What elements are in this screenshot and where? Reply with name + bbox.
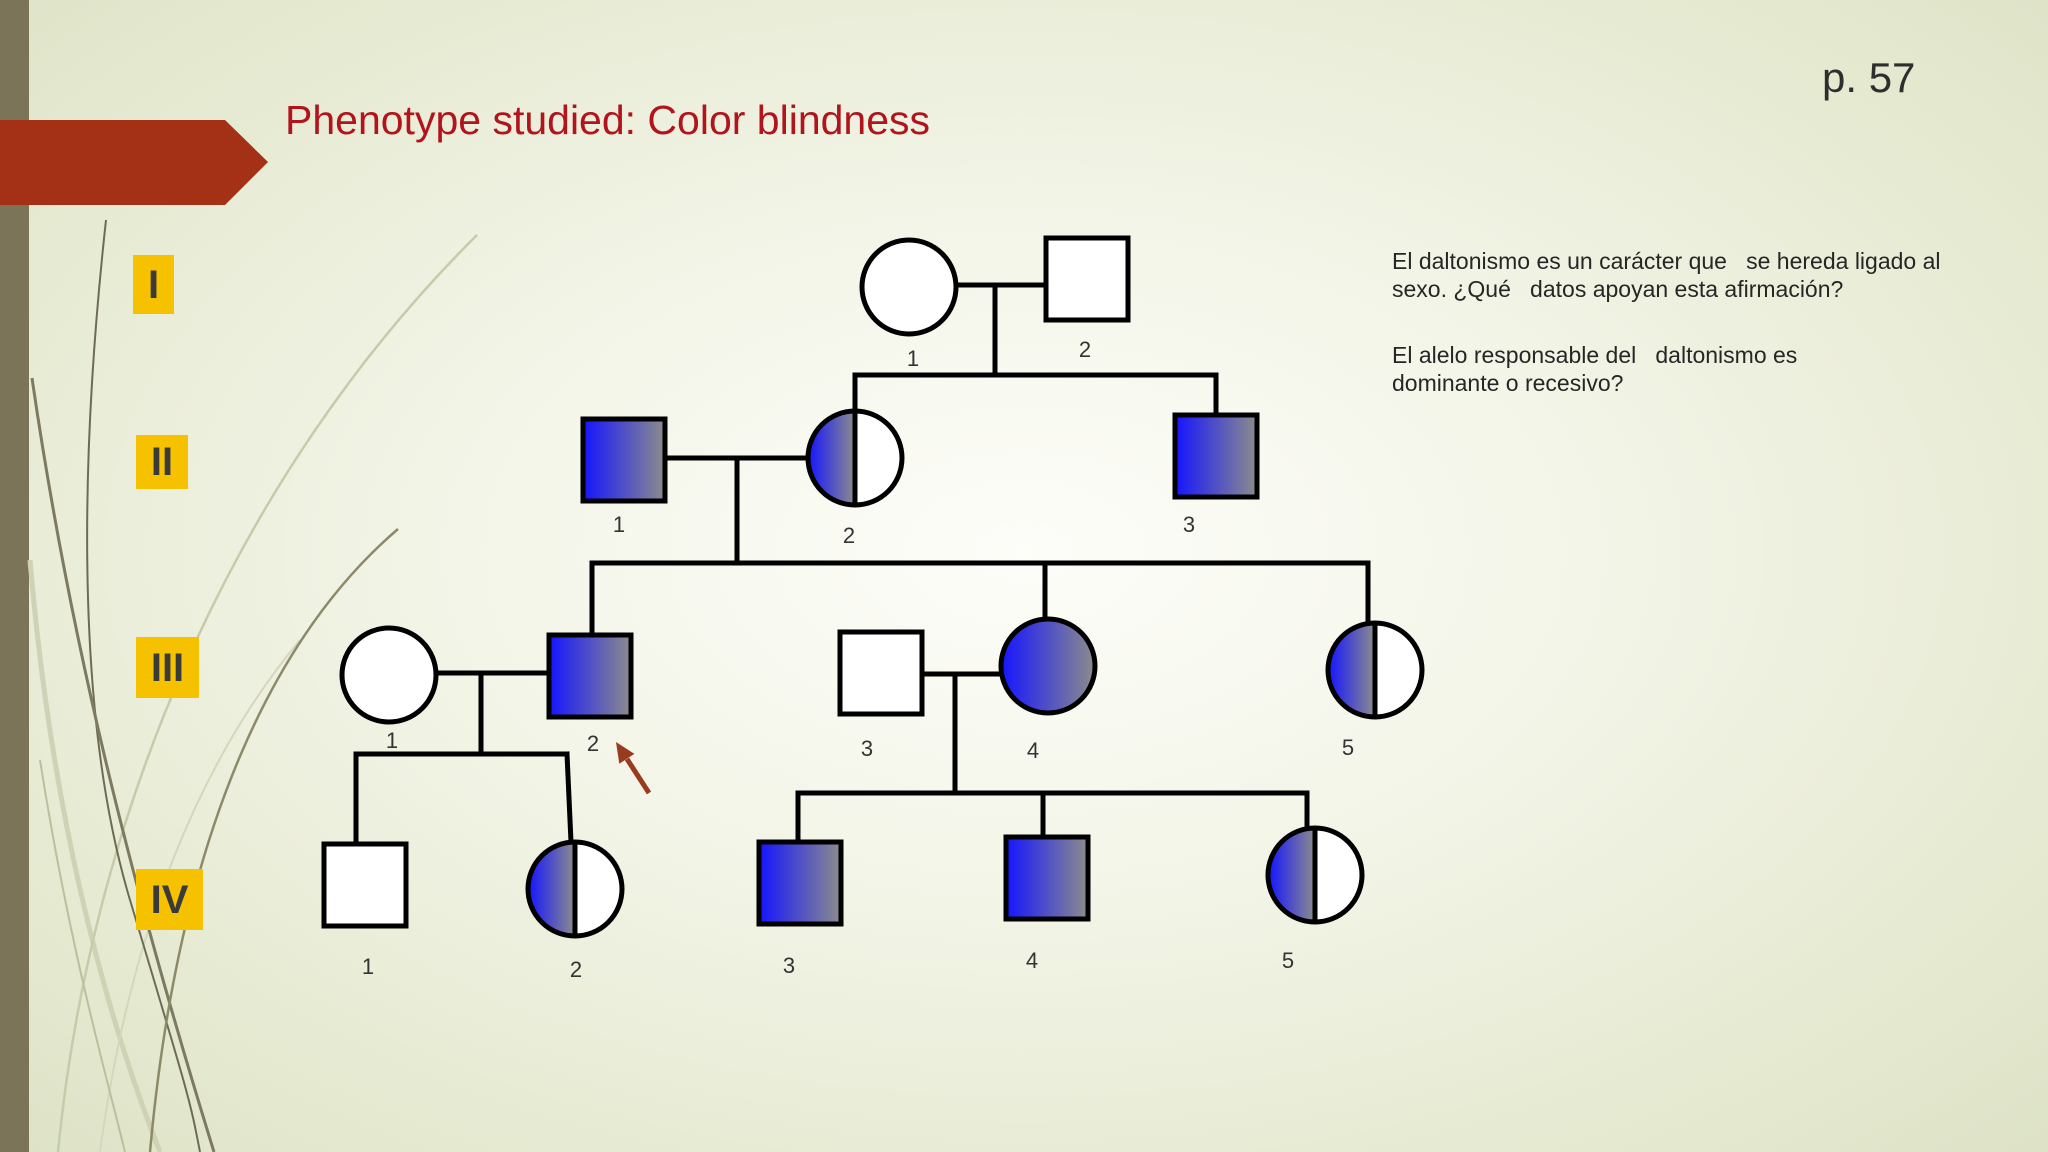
- individual-number-IV-4: 4: [1026, 948, 1038, 973]
- affected-male-square: [549, 635, 631, 717]
- proband-arrow-shaft: [624, 757, 652, 795]
- individual-number-III-4: 4: [1027, 738, 1039, 763]
- decorative-curve: [99, 639, 301, 1152]
- symbol-outline: [1325, 620, 1425, 720]
- symbol-outline: [321, 841, 409, 929]
- individual-number-IV-5: 5: [1282, 948, 1294, 973]
- individual-III-5: [1325, 620, 1425, 720]
- slide-title: Phenotype studied: Color blindness: [285, 97, 931, 143]
- symbol-outline: [546, 632, 634, 720]
- individual-II-3: [1172, 412, 1260, 500]
- proband-arrow: [616, 742, 652, 795]
- symbol-outline: [756, 839, 844, 927]
- individual-number-III-2: 2: [587, 731, 599, 756]
- symbol-outline: [339, 625, 439, 725]
- symbol-outline: [837, 629, 925, 717]
- affected-male-square: [583, 419, 665, 501]
- individual-number-II-1: 1: [613, 512, 625, 537]
- decorative-curve: [148, 528, 399, 1152]
- affected-male-square: [759, 842, 841, 924]
- individual-III-1: [339, 625, 439, 725]
- individual-number-III-5: 5: [1342, 735, 1354, 760]
- question-sex-linked: El daltonismo es un carácter que se here…: [1392, 247, 1941, 303]
- unaffected-male-square: [1046, 238, 1128, 320]
- generation-label-II: II: [136, 435, 188, 489]
- question-line: El daltonismo es un carácter que se here…: [1392, 248, 1941, 274]
- generation-label-III: III: [136, 637, 199, 698]
- symbol-outline: [1003, 834, 1091, 922]
- individual-labels: 1 2 1 2 3 1 2 3 4 5 1 2 3 4 5: [362, 337, 1354, 982]
- unaffected-female-circle: [862, 240, 956, 334]
- decorative-curve: [39, 759, 126, 1152]
- relationship-lines: [353, 282, 1371, 847]
- individual-I-1: [859, 237, 959, 337]
- symbol-outline: [580, 416, 668, 504]
- symbol-outline: [998, 616, 1098, 716]
- individual-III-2: [546, 632, 634, 720]
- individual-number-III-3: 3: [861, 736, 873, 761]
- individual-number-IV-1: 1: [362, 954, 374, 979]
- question-dominant-recessive: El alelo responsable del daltonismo es d…: [1392, 341, 1797, 397]
- decorative-curve: [27, 559, 163, 1152]
- affected-male-square: [1175, 415, 1257, 497]
- question-line: sexo. ¿Qué datos apoyan esta afirmación?: [1392, 276, 1844, 302]
- individual-IV-1: [321, 841, 409, 929]
- title-banner-arrow: [0, 120, 268, 205]
- carrier-half-fill: [528, 842, 575, 936]
- unaffected-male-square: [840, 632, 922, 714]
- individual-IV-5: [1265, 825, 1365, 925]
- individual-IV-3: [756, 839, 844, 927]
- individual-number-II-2: 2: [843, 523, 855, 548]
- generation-label-IV: IV: [136, 869, 203, 930]
- decorative-curve: [30, 377, 216, 1152]
- affected-male-square: [1006, 837, 1088, 919]
- proband-arrowhead: [616, 742, 635, 764]
- question-line: El alelo responsable del daltonismo es: [1392, 342, 1798, 368]
- carrier-half-fill: [1268, 828, 1315, 922]
- individual-number-II-3: 3: [1183, 512, 1195, 537]
- symbol-outline: [1265, 825, 1365, 925]
- individual-I-2: [1043, 235, 1131, 323]
- unaffected-male-square: [324, 844, 406, 926]
- individual-II-1: [580, 416, 668, 504]
- carrier-half-fill: [1328, 623, 1375, 717]
- symbol-outline: [805, 408, 905, 508]
- individual-number-III-1: 1: [386, 728, 398, 753]
- affected-female-circle: [1001, 619, 1095, 713]
- individual-number-IV-2: 2: [570, 957, 582, 982]
- generation-label-I: I: [133, 255, 174, 314]
- unaffected-female-circle: [342, 628, 436, 722]
- offspring-line-IV-2: [564, 751, 574, 845]
- symbol-outline: [859, 237, 959, 337]
- individual-III-3: [837, 629, 925, 717]
- individual-IV-2: [525, 839, 625, 939]
- symbol-outline: [1172, 412, 1260, 500]
- decorative-curve: [86, 219, 201, 1152]
- question-line: dominante o recesivo?: [1392, 370, 1624, 396]
- individual-III-4: [998, 616, 1098, 716]
- individual-number-I-2: 2: [1079, 337, 1091, 362]
- symbol-outline: [525, 839, 625, 939]
- individual-II-2: [805, 408, 905, 508]
- symbol-outline: [1043, 235, 1131, 323]
- individuals: [321, 235, 1425, 939]
- page-number: p. 57: [1822, 54, 1916, 101]
- individual-number-I-1: 1: [907, 346, 919, 371]
- carrier-half-fill: [808, 411, 855, 505]
- individual-number-IV-3: 3: [783, 953, 795, 978]
- individual-IV-4: [1003, 834, 1091, 922]
